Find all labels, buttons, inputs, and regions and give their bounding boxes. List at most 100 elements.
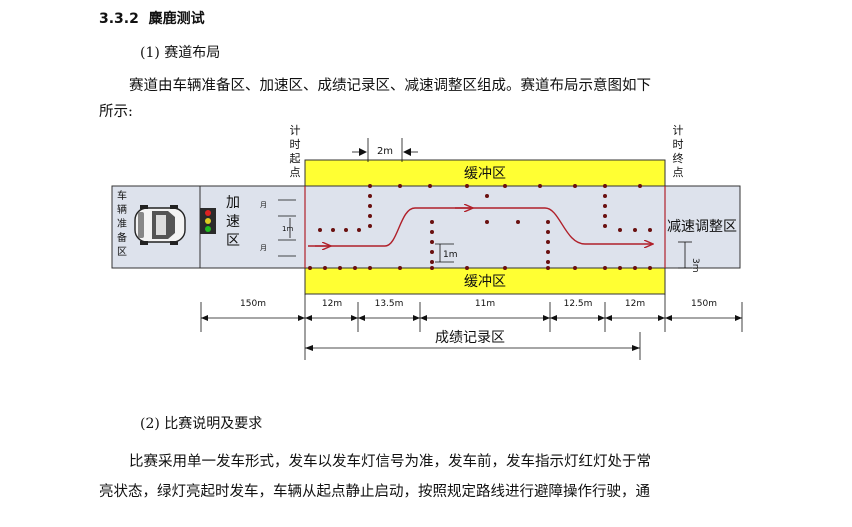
paragraph-rules: 比赛采用单一发车形式，发车以发车灯信号为准，发车前，发车指示灯红灯处于常 xyxy=(99,448,759,476)
cone xyxy=(546,240,550,244)
paragraph-line: 赛道由车辆准备区、加速区、成绩记录区、减速调整区组成。赛道布局示意图如下 xyxy=(129,78,651,94)
cone xyxy=(573,266,577,270)
subsection-title-layout: (1) 赛道布局 xyxy=(140,45,221,61)
dimension-1m-inner: 1m xyxy=(435,243,458,263)
segment-label: 13.5m xyxy=(375,299,404,309)
segment-label: 150m xyxy=(240,299,266,309)
cone xyxy=(331,228,335,232)
cone xyxy=(603,184,607,188)
decel-zone-label: 减速调整区 xyxy=(667,219,737,235)
paragraph-line: 所示: xyxy=(99,104,133,120)
segment-label: 12m xyxy=(322,299,342,309)
cone xyxy=(368,214,372,218)
start-char: 起 xyxy=(290,152,301,165)
accel-char: 区 xyxy=(226,233,240,249)
cone xyxy=(603,204,607,208)
accel-zone-label: 加 速 区 xyxy=(226,195,240,249)
dimension-3m: 3m xyxy=(678,241,700,273)
prep-char: 辆 xyxy=(117,203,127,216)
car-icon xyxy=(134,205,186,245)
cone xyxy=(603,214,607,218)
prep-char: 备 xyxy=(117,231,127,244)
cone xyxy=(618,228,622,232)
cone xyxy=(546,250,550,254)
cone xyxy=(430,260,434,264)
dimension-3m-label: 3m xyxy=(690,258,700,273)
cone xyxy=(357,228,361,232)
cone xyxy=(618,266,622,270)
section-heading: 3.3.2 麋鹿测试 xyxy=(99,8,205,28)
cone xyxy=(633,228,637,232)
buffer-zone-bottom xyxy=(304,267,666,295)
small-mark: 月 xyxy=(260,201,267,209)
cone xyxy=(430,240,434,244)
cone xyxy=(546,230,550,234)
accel-char: 加 xyxy=(226,195,240,211)
end-char: 终 xyxy=(673,151,684,165)
cone xyxy=(430,220,434,224)
cone xyxy=(368,184,372,188)
cone xyxy=(648,228,652,232)
accel-char: 速 xyxy=(226,214,240,230)
cone xyxy=(503,184,507,188)
lane-1m-label: 1m xyxy=(282,225,293,233)
cone xyxy=(398,184,402,188)
cone xyxy=(485,194,489,198)
cone xyxy=(323,266,327,270)
end-char: 时 xyxy=(673,138,684,151)
record-zone-label: 成绩记录区 xyxy=(435,330,505,346)
cone xyxy=(546,260,550,264)
cone xyxy=(465,184,469,188)
cone xyxy=(603,266,607,270)
cone xyxy=(430,266,434,270)
cone xyxy=(368,266,372,270)
prep-char: 准 xyxy=(117,218,127,230)
end-char: 计 xyxy=(673,124,684,137)
start-char: 计 xyxy=(290,124,301,137)
cone xyxy=(465,266,469,270)
cone xyxy=(546,220,550,224)
segment-label: 150m xyxy=(691,299,717,309)
segment-label: 11m xyxy=(475,299,495,309)
start-char: 时 xyxy=(290,138,301,151)
cone xyxy=(648,266,652,270)
record-zone-span xyxy=(305,332,641,360)
cone xyxy=(573,184,577,188)
end-point-label: 计 时 终 点 xyxy=(673,124,684,179)
cone xyxy=(338,266,342,270)
cone xyxy=(638,184,642,188)
cone xyxy=(398,266,402,270)
cone-group xyxy=(308,184,652,270)
cone xyxy=(603,194,607,198)
paragraph-line: 比赛采用单一发车形式，发车以发车灯信号为准，发车前，发车指示灯红灯处于常 xyxy=(129,454,651,470)
record-zone-track xyxy=(304,185,666,269)
dimension-2m: 2m xyxy=(352,138,418,162)
driving-path xyxy=(308,207,652,246)
section-title: 麋鹿测试 xyxy=(148,11,205,27)
dimension-2m-label: 2m xyxy=(377,146,393,157)
prep-zone-label: 车 辆 准 备 区 xyxy=(117,189,127,258)
section-number: 3.3.2 xyxy=(99,11,139,27)
prep-char: 车 xyxy=(117,189,127,202)
cone xyxy=(368,224,372,228)
paragraph-rules-cont: 亮状态，绿灯亮起时发车，车辆从起点静止启动，按照规定路线进行避障操作行驶，通 xyxy=(99,478,759,506)
cone xyxy=(538,184,542,188)
cone xyxy=(430,230,434,234)
segment-label: 12m xyxy=(625,299,645,309)
cone xyxy=(503,266,507,270)
start-char: 点 xyxy=(290,166,301,179)
dimension-1m-inner-label: 1m xyxy=(443,250,458,260)
small-mark: 月 xyxy=(260,244,267,252)
cone xyxy=(603,224,607,228)
cone xyxy=(633,266,637,270)
cone xyxy=(368,204,372,208)
cone xyxy=(430,250,434,254)
buffer-zone-top xyxy=(304,159,666,187)
cone xyxy=(546,266,550,270)
paragraph-track-description: 赛道由车辆准备区、加速区、成绩记录区、减速调整区组成。赛道布局示意图如下 xyxy=(99,72,759,100)
cone xyxy=(428,184,432,188)
end-char: 点 xyxy=(673,166,684,179)
cone xyxy=(308,266,312,270)
segment-dimension-row xyxy=(200,294,743,360)
